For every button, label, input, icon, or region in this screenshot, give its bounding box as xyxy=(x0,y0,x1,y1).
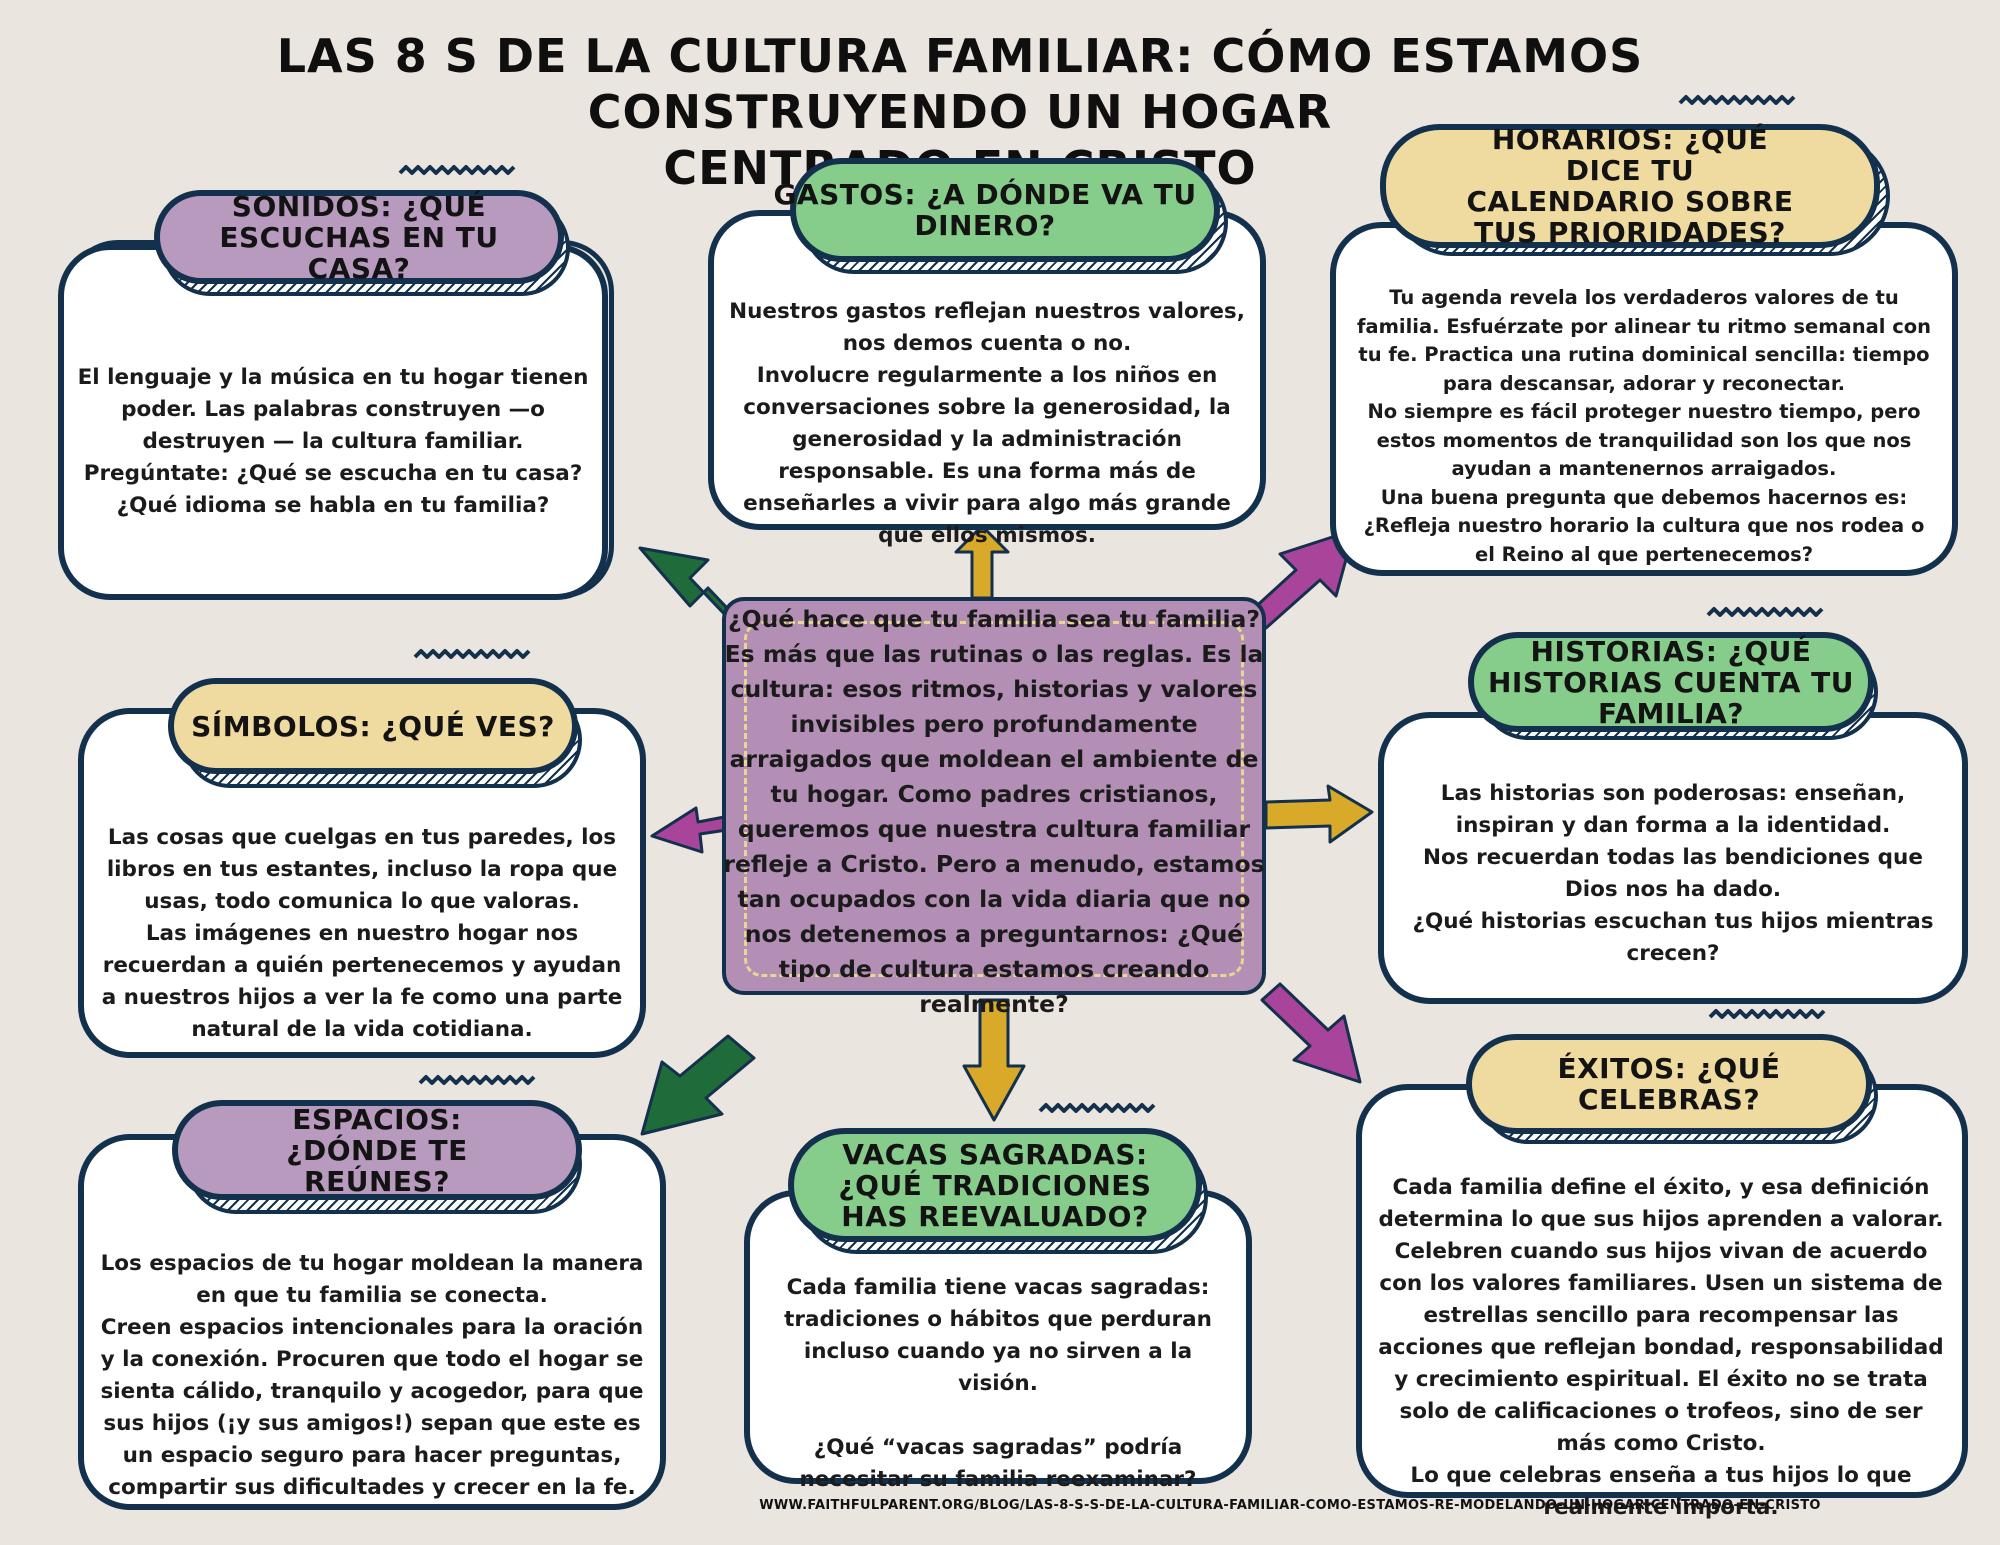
arrow-to-exitos xyxy=(1260,982,1362,1084)
title-line-1: LAS 8 S DE LA CULTURA FAMILIAR: CÓMO EST… xyxy=(276,29,1644,139)
sonidos-heading: SONIDOS: ¿QUÉ ESCUCHAS EN TU CASA? xyxy=(219,189,499,285)
exitos-card xyxy=(1356,1084,1968,1498)
historias-heading: HISTORIAS: ¿QUÉ HISTORIAS CUENTA TU FAMI… xyxy=(1487,634,1854,730)
espacios-heading: ESPACIOS: ¿DÓNDE TE REÚNES? xyxy=(286,1102,468,1198)
horarios-heading-pill: HORARIOS: ¿QUÉ DICE TU CALENDARIO SOBRE … xyxy=(1380,124,1880,248)
arrow-to-gastos xyxy=(954,524,1010,600)
gastos-text: Nuestros gastos reflejan nuestros valore… xyxy=(729,299,1245,548)
center-box xyxy=(722,597,1266,995)
center-text: ¿Qué hace que tu familia sea tu familia?… xyxy=(723,605,1265,1018)
exitos-heading-pill: ÉXITOS: ¿QUÉ CELEBRAS? xyxy=(1466,1034,1872,1134)
arrow-to-historias xyxy=(1264,784,1374,844)
footer-url: WWW.FAITHFULPARENT.ORG/BLOG/LAS-8-S-S-DE… xyxy=(759,1498,1821,1513)
sonidos-heading-pill: SONIDOS: ¿QUÉ ESCUCHAS EN TU CASA? xyxy=(154,190,564,284)
espacios-heading-pill: ESPACIOS: ¿DÓNDE TE REÚNES? xyxy=(172,1100,582,1200)
exitos-text: Cada familia define el éxito, y esa defi… xyxy=(1378,1175,1944,1520)
arrow-to-vacas xyxy=(962,998,1026,1122)
simbolos-heading: SÍMBOLOS: ¿QUÉ VES? xyxy=(191,709,555,743)
simbolos-heading-pill: SÍMBOLOS: ¿QUÉ VES? xyxy=(168,678,578,774)
exitos-heading: ÉXITOS: ¿QUÉ CELEBRAS? xyxy=(1557,1052,1781,1116)
sonidos-card xyxy=(58,244,608,600)
gastos-heading-pill: GASTOS: ¿A DÓNDE VA TU DINERO? xyxy=(773,158,1220,262)
horarios-text: Tu agenda revela los verdaderos valores … xyxy=(1356,286,1932,566)
historias-text: Las historias son poderosas: enseñan, in… xyxy=(1412,781,1934,966)
gastos-heading: GASTOS: ¿A DÓNDE VA TU DINERO? xyxy=(773,178,1197,242)
simbolos-text: Las cosas que cuelgas en tus paredes, lo… xyxy=(101,825,623,1042)
vacas-text: Cada familia tiene vacas sagradas: tradi… xyxy=(784,1275,1212,1492)
vacas-heading-pill: VACAS SAGRADAS: ¿QUÉ TRADICIONES HAS REE… xyxy=(788,1128,1202,1242)
sonidos-text: El lenguaje y la música en tu hogar tien… xyxy=(77,365,589,518)
arrow-to-espacios xyxy=(640,1034,756,1136)
historias-heading-pill: HISTORIAS: ¿QUÉ HISTORIAS CUENTA TU FAMI… xyxy=(1468,632,1874,732)
center-dashed-border xyxy=(744,621,1244,977)
horarios-card xyxy=(1330,222,1958,576)
horarios-heading: HORARIOS: ¿QUÉ DICE TU CALENDARIO SOBRE … xyxy=(1466,123,1794,249)
espacios-text: Los espacios de tu hogar moldean la mane… xyxy=(100,1251,644,1500)
arrow-to-horarios xyxy=(1248,528,1356,630)
vacas-heading: VACAS SAGRADAS: ¿QUÉ TRADICIONES HAS REE… xyxy=(838,1137,1152,1233)
arrows xyxy=(638,524,1374,1136)
